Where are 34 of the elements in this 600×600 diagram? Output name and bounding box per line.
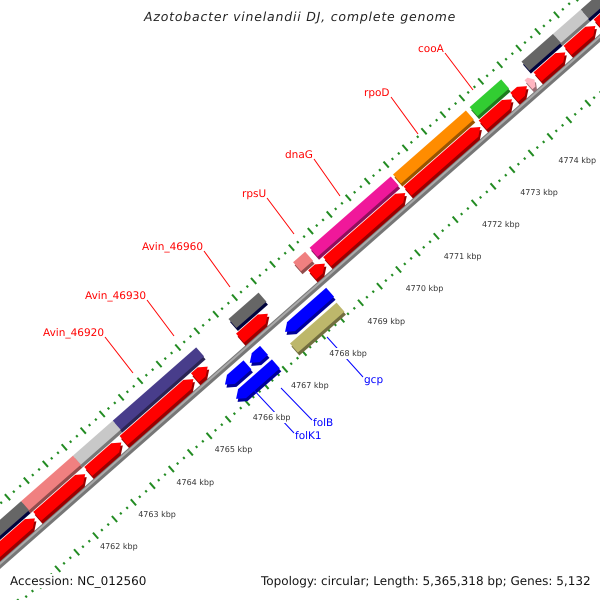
leader-line bbox=[314, 158, 340, 196]
map-title: Azotobacter vinelandii DJ, complete genome bbox=[144, 9, 456, 24]
scale-label: 4771 kbp bbox=[444, 251, 482, 262]
gene-label: Avin_46920 bbox=[43, 327, 104, 340]
genome-info-text: Topology: circular; Length: 5,365,318 bp; Genes: 5,132 bbox=[261, 574, 591, 588]
gene-label: folB bbox=[313, 417, 334, 430]
scale-label: 4767 kbp bbox=[291, 380, 329, 391]
scale-label: 4769 kbp bbox=[367, 316, 406, 327]
gene-label: Avin_46930 bbox=[85, 290, 146, 303]
leader-line bbox=[280, 388, 312, 420]
scale-label: 4763 kbp bbox=[138, 508, 176, 520]
accession-text: Accession: NC_012560 bbox=[10, 574, 146, 588]
scale-label: 4772 kbp bbox=[482, 219, 520, 230]
gene-label: gcp bbox=[364, 374, 384, 387]
scale-label: 4768 kbp bbox=[329, 348, 367, 359]
scale-label: 4766 kbp bbox=[252, 412, 290, 424]
gene-label: cooA bbox=[418, 43, 444, 56]
leader-line bbox=[146, 300, 174, 336]
scale-label: 4765 kbp bbox=[214, 444, 252, 456]
leader-line bbox=[444, 52, 474, 90]
leader-line bbox=[390, 96, 418, 134]
gene-label: folK1 bbox=[295, 430, 322, 443]
leader-line bbox=[204, 250, 230, 288]
scale-label: 4770 kbp bbox=[406, 283, 444, 294]
leader-line bbox=[266, 198, 294, 234]
scale-label: 4764 kbp bbox=[176, 476, 214, 488]
gene-label: Avin_46960 bbox=[142, 241, 204, 254]
scale-label: 4762 kbp bbox=[100, 541, 138, 552]
gene-label: dnaG bbox=[285, 149, 313, 162]
leader-line bbox=[104, 336, 134, 374]
gene-label: rpoD bbox=[364, 87, 390, 100]
scale-label: 4774 kbp bbox=[558, 154, 596, 166]
scale-label: 4773 kbp bbox=[520, 186, 558, 198]
gene-label: rpsU bbox=[242, 188, 266, 201]
